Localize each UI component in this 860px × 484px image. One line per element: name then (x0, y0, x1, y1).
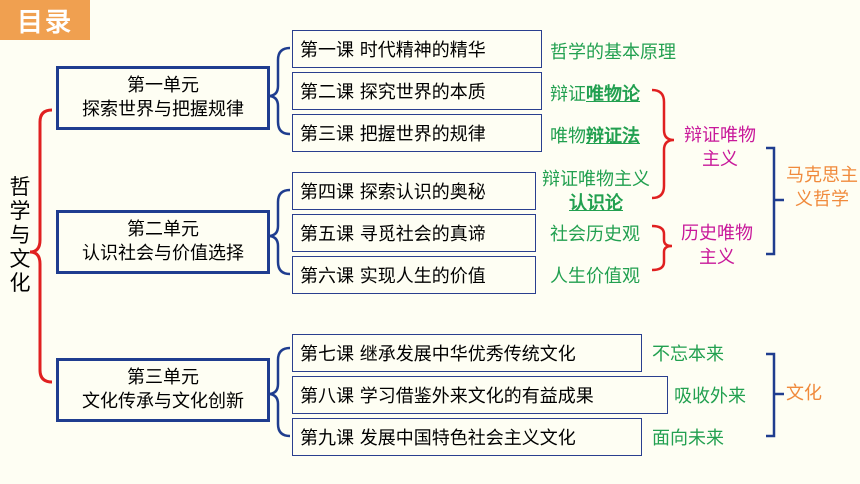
note-4: 辩证唯物主义 认识论 (542, 168, 650, 216)
culture-brace (766, 352, 784, 438)
note-4-emph: 认识论 (569, 193, 623, 214)
catalog-tag: 目录 (0, 0, 90, 40)
unit-2-title: 第二单元 (127, 219, 199, 240)
note-8: 吸收外来 (674, 386, 746, 407)
note-4-line1: 辩证唯物主义 (542, 169, 650, 190)
unit-1-title: 第一单元 (127, 75, 199, 96)
subject-title: 哲 学 与 文 化 (6, 175, 34, 295)
unit-3-title: 第三单元 (127, 367, 199, 388)
note-2: 辩证唯物论 (550, 80, 640, 106)
subject-brace (29, 108, 53, 384)
note-9: 面向未来 (652, 428, 724, 449)
group-marxist: 马克思主义哲学 (786, 165, 858, 210)
subject-char: 与 (9, 223, 31, 247)
lesson-1: 第一课 时代精神的精华 (292, 30, 542, 68)
note-3-prefix: 唯物 (550, 126, 586, 147)
lesson-8: 第八课 学习借鉴外来文化的有益成果 (292, 376, 668, 414)
lesson-2: 第二课 探究世界的本质 (292, 72, 542, 110)
unit2-brace (267, 188, 291, 276)
note-3: 唯物辩证法 (550, 122, 640, 148)
note-6: 人生价值观 (550, 266, 640, 287)
lesson-7: 第七课 继承发展中华优秀传统文化 (292, 334, 642, 372)
marxist-brace (766, 146, 784, 256)
unit-1: 第一单元 探索世界与把握规律 (56, 66, 270, 130)
unit-1-name: 探索世界与把握规律 (82, 99, 244, 120)
note-2-prefix: 辩证 (550, 84, 586, 105)
note-7: 不忘本来 (652, 344, 724, 365)
lesson-9: 第九课 发展中国特色社会主义文化 (292, 418, 642, 456)
unit-3: 第三单元 文化传承与文化创新 (56, 358, 270, 422)
subject-char: 哲 (9, 175, 31, 199)
dialectical-brace (651, 88, 675, 200)
unit-2-name: 认识社会与价值选择 (82, 243, 244, 264)
note-1: 哲学的基本原理 (550, 42, 676, 63)
unit-3-name: 文化传承与文化创新 (82, 391, 244, 412)
lesson-5: 第五课 寻觅社会的真谛 (292, 214, 536, 252)
unit1-brace (267, 46, 291, 136)
subject-char: 化 (9, 271, 31, 295)
subject-char: 学 (9, 199, 31, 223)
note-3-emph: 辩证法 (586, 126, 640, 147)
lesson-6: 第六课 实现人生的价值 (292, 256, 536, 294)
group-historical: 历史唯物主义 (681, 223, 753, 268)
group-culture: 文化 (786, 383, 822, 404)
historical-brace (651, 224, 673, 272)
lesson-4: 第四课 探索认识的奥秘 (292, 172, 536, 210)
unit3-brace (267, 346, 291, 438)
note-5: 社会历史观 (550, 224, 640, 245)
unit-2: 第二单元 认识社会与价值选择 (56, 210, 270, 274)
note-2-emph: 唯物论 (586, 84, 640, 105)
lesson-3: 第三课 把握世界的规律 (292, 114, 542, 152)
subject-char: 文 (9, 247, 31, 271)
group-dialectical: 辩证唯物主义 (684, 125, 756, 170)
